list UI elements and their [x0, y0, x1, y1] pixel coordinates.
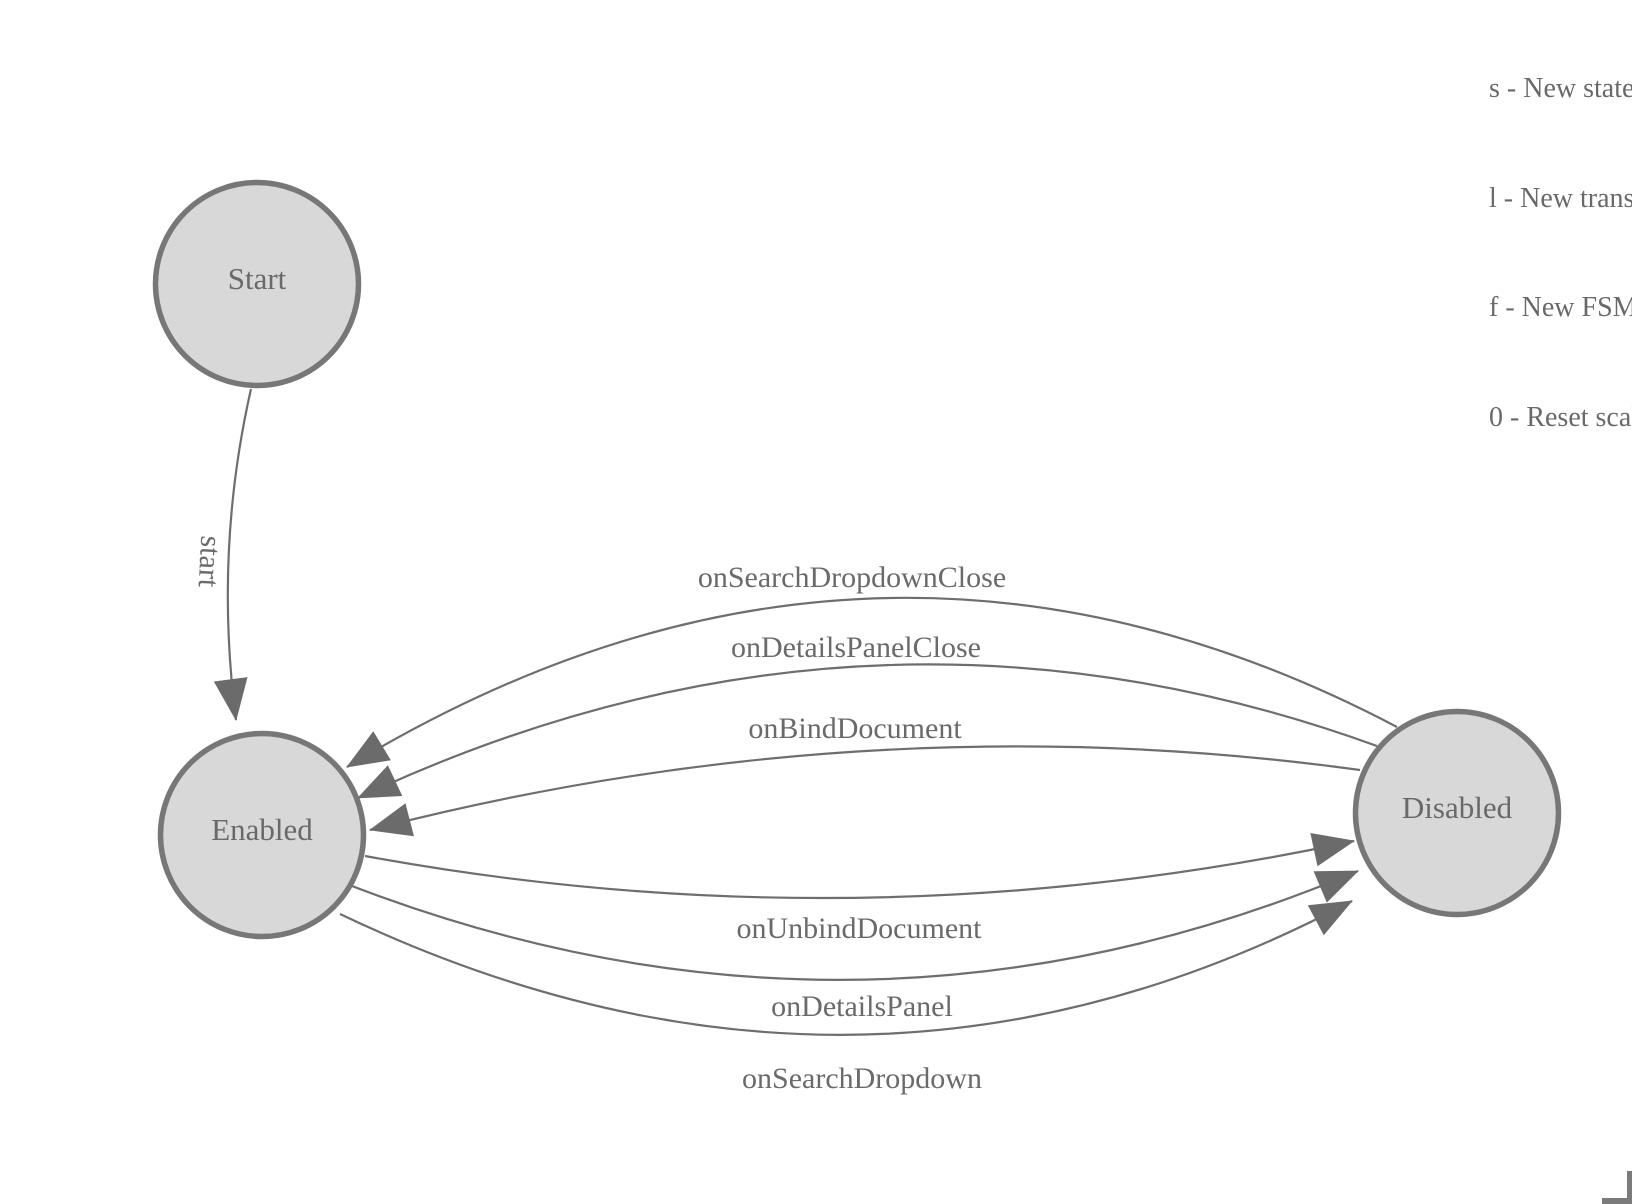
edge-start-to-enabled[interactable]: [213, 388, 253, 721]
edge-label-ondetailspanel: onDetailsPanel: [771, 990, 953, 1023]
edge-disabled-to-enabled-onsearchdropdownclose[interactable]: [346, 596, 1398, 768]
legend-line-new-state: s - New state: [1489, 73, 1632, 104]
edge-label-onunbinddocument: onUnbindDocument: [737, 912, 983, 945]
legend-line-new-transition: l - New transition: [1489, 182, 1632, 214]
legend-line-reset-scale: 0 - Reset scale: [1489, 401, 1632, 433]
edge-disabled-to-enabled-onbinddocument[interactable]: [369, 745, 1361, 837]
state-label-start: Start: [228, 261, 287, 296]
vertical-scrollbar-thumb[interactable]: [1627, 1171, 1632, 1204]
edge-enabled-to-disabled-onsearchdropdown[interactable]: [339, 900, 1353, 1036]
state-node-enabled[interactable]: [157, 730, 367, 940]
edge-disabled-to-enabled-ondetailspanelclose[interactable]: [357, 663, 1378, 799]
horizontal-scrollbar-thumb[interactable]: [1602, 1198, 1632, 1204]
edge-enabled-to-disabled-onunbinddocument[interactable]: [364, 832, 1355, 900]
edge-enabled-to-disabled-ondetailspanel[interactable]: [351, 869, 1359, 981]
legend-line-new-fsm: f - New FSM: [1489, 292, 1632, 323]
shortcut-legend: s - New state l - New transition f - New…: [1489, 0, 1632, 509]
edge-label-start: start: [192, 535, 228, 589]
edge-label-onsearchdropdown: onSearchDropdown: [742, 1062, 982, 1095]
state-label-enabled: Enabled: [211, 812, 313, 847]
state-node-disabled[interactable]: [1352, 708, 1562, 918]
state-label-disabled: Disabled: [1402, 790, 1513, 825]
state-node-start[interactable]: [152, 179, 362, 389]
edge-label-onbinddocument: onBindDocument: [748, 712, 962, 745]
edge-label-ondetailspanelclose: onDetailsPanelClose: [731, 631, 981, 664]
edge-label-onsearchdropdownclose: onSearchDropdownClose: [698, 561, 1006, 594]
